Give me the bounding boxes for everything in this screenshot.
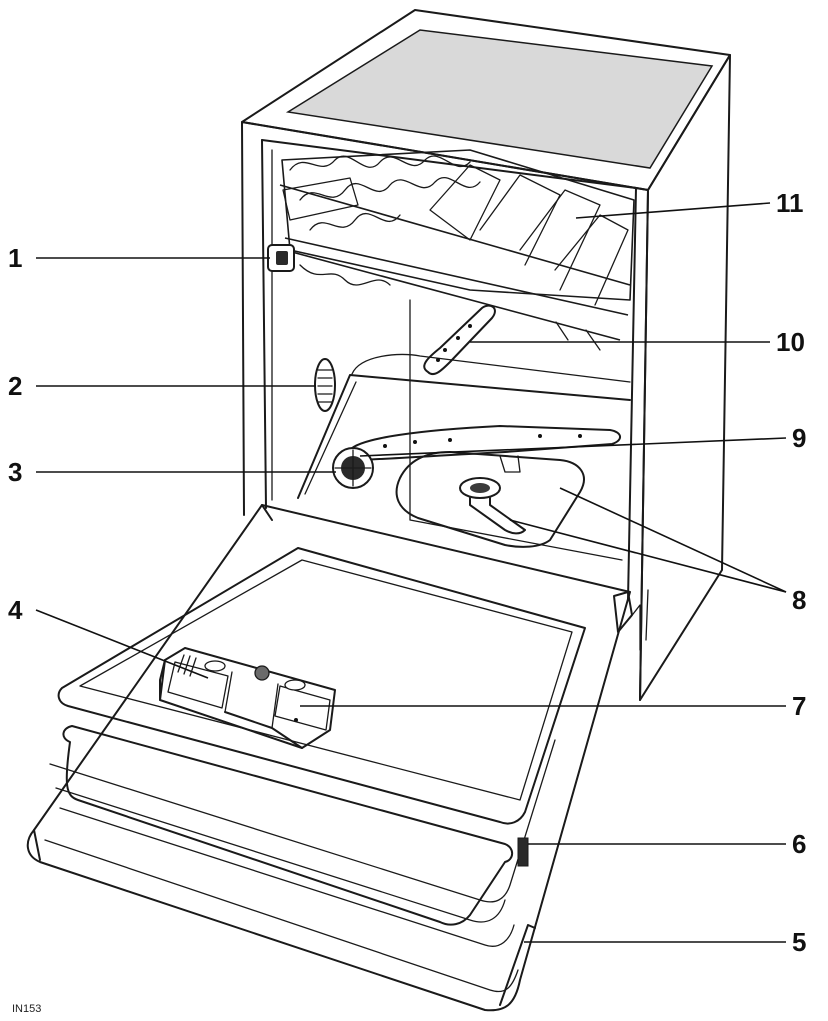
callout-label-10: 10 <box>776 327 805 357</box>
figure-code: IN153 <box>12 1003 41 1015</box>
door-base <box>499 924 536 1006</box>
worktop-surface <box>285 29 714 169</box>
upper-spray-arm <box>423 304 496 376</box>
callout-label-5: 5 <box>792 927 806 957</box>
door <box>26 504 633 1012</box>
callout-label-11: 11 <box>776 188 804 218</box>
door-handle <box>517 837 529 867</box>
callout-label-3: 3 <box>8 457 22 487</box>
callout-labels: 1 2 3 4 5 6 7 8 9 10 11 <box>8 188 806 957</box>
salt-container-cap <box>332 447 374 489</box>
callout-label-1: 1 <box>8 243 22 273</box>
callout-label-2: 2 <box>8 371 22 401</box>
rinse-aid-dispenser <box>274 679 331 731</box>
leader-line-11 <box>575 202 771 219</box>
leader-line-8b <box>509 519 787 593</box>
callout-label-8: 8 <box>792 585 806 615</box>
cabinet <box>241 9 731 701</box>
callout-label-4: 4 <box>8 595 23 625</box>
detergent-dispenser <box>167 654 229 709</box>
callout-label-7: 7 <box>792 691 806 721</box>
leader-line-9 <box>359 437 787 457</box>
leader-line-4 <box>35 609 209 679</box>
filter-assembly <box>395 451 585 548</box>
side-vent <box>314 358 336 412</box>
dispenser-button <box>254 665 270 681</box>
callout-label-6: 6 <box>792 829 806 859</box>
rack-stop <box>267 244 295 272</box>
leader-line-8a <box>559 487 787 593</box>
dispenser-unit <box>159 647 336 749</box>
callout-label-9: 9 <box>792 423 806 453</box>
